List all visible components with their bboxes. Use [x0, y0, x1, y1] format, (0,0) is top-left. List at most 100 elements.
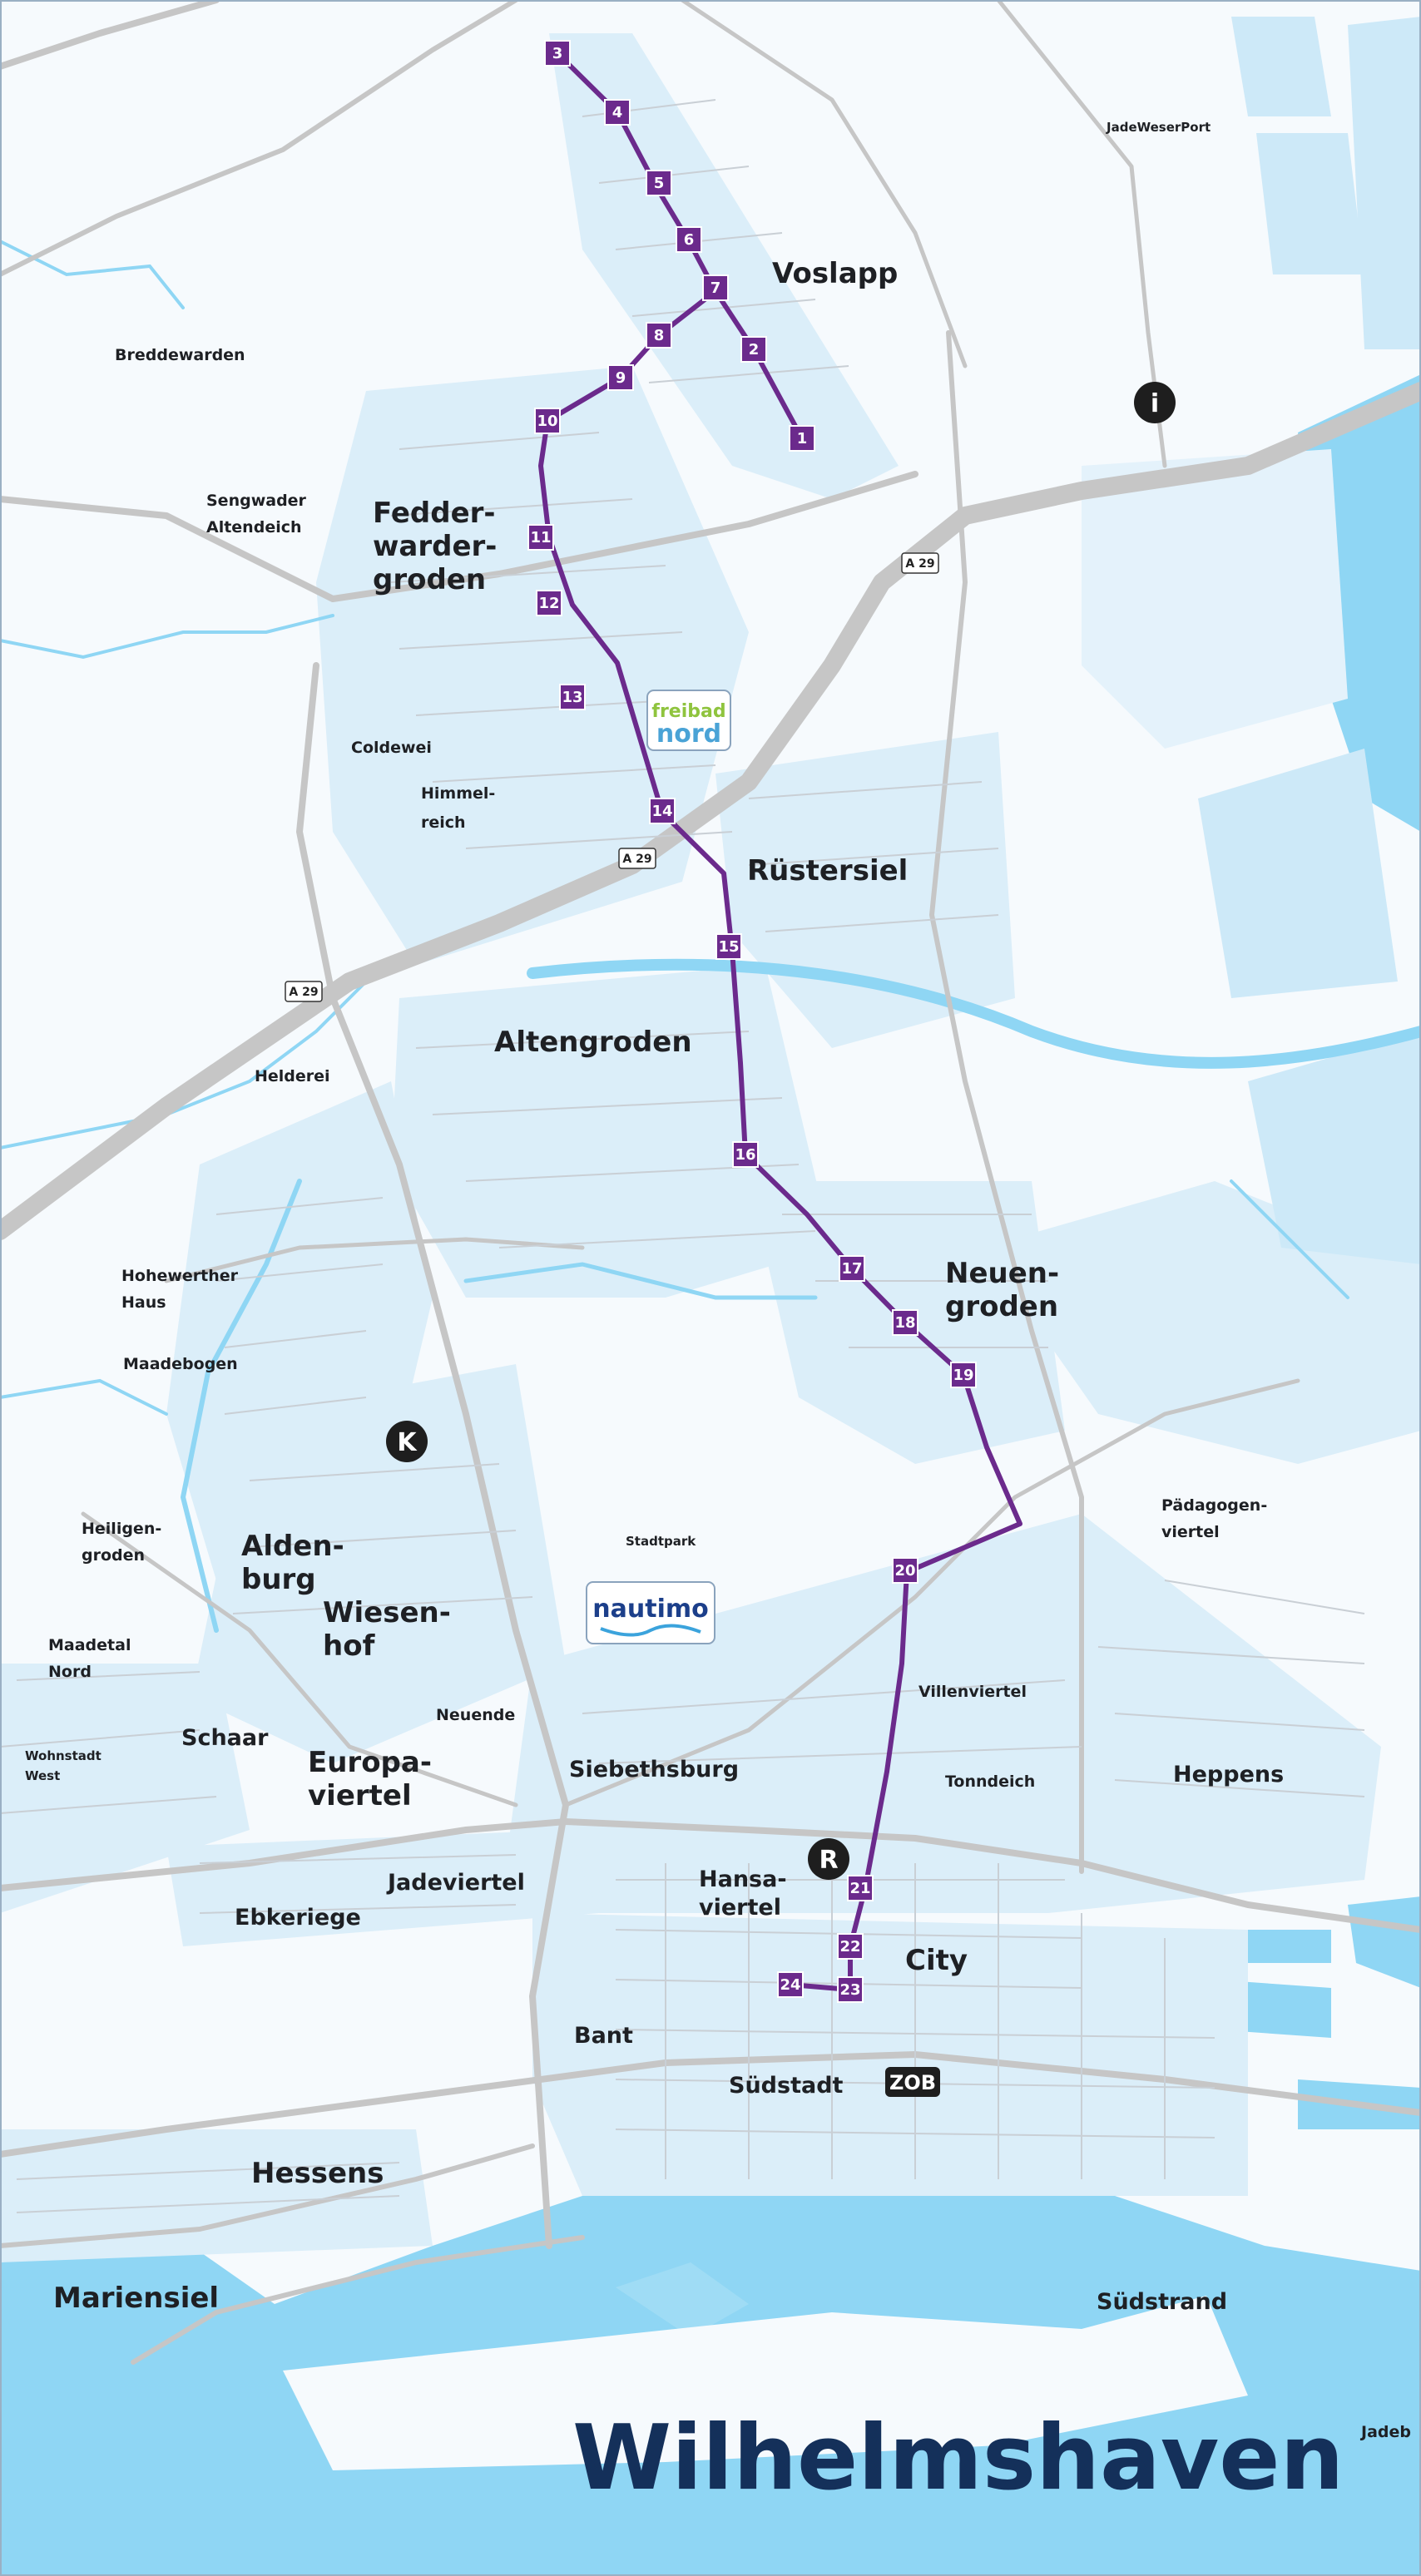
bus-stop-20[interactable]: 20 — [892, 1557, 918, 1584]
label-wohnstadt-1: Wohnstadt — [25, 1748, 102, 1763]
bus-stop-10[interactable]: 10 — [534, 408, 561, 434]
bus-stop-marker — [527, 524, 554, 551]
nautimo-logo[interactable]: nautimo — [586, 1581, 715, 1644]
bus-stop-number: 22 — [839, 1938, 860, 1955]
bus-stop-number: 13 — [562, 689, 582, 706]
bus-stop-19[interactable]: 19 — [950, 1362, 977, 1388]
bus-stop-marker — [950, 1362, 977, 1388]
label-schaar: Schaar — [181, 1725, 269, 1751]
bus-stop-marker — [892, 1557, 918, 1584]
bus-stop-number: 16 — [735, 1146, 755, 1164]
bus-stop-marker — [837, 1933, 864, 1960]
label-fedderwardergroden-2: warder- — [373, 530, 497, 563]
bus-stop-marker — [715, 933, 742, 960]
label-heiligengroden-2: groden — [82, 1546, 145, 1565]
bus-stop-22[interactable]: 22 — [837, 1933, 864, 1960]
info-point-icon[interactable]: i — [1134, 382, 1176, 423]
bus-stop-number: 21 — [849, 1880, 870, 1897]
label-breddewarden: Breddewarden — [115, 346, 245, 364]
bus-stop-12[interactable]: 12 — [536, 590, 562, 616]
bus-stop-4[interactable]: 4 — [604, 99, 631, 126]
label-aldenburg-1: Alden- — [241, 1530, 344, 1563]
bus-stop-number: 24 — [780, 1976, 800, 1994]
bus-station-label: ZOB — [889, 2071, 936, 2094]
bus-stop-23[interactable]: 23 — [837, 1976, 864, 2003]
road-shield-label: A 29 — [905, 557, 934, 571]
bus-stop-11[interactable]: 11 — [527, 524, 554, 551]
label-jadeviertel: Jadeviertel — [386, 1870, 525, 1896]
label-aldenburg-2: burg — [241, 1563, 316, 1596]
bus-stop-number: 5 — [654, 175, 665, 192]
bus-stop-5[interactable]: 5 — [646, 170, 672, 196]
label-wiesenhof-2: hof — [323, 1629, 376, 1663]
bus-stop-number: 10 — [537, 413, 557, 430]
bus-stop-18[interactable]: 18 — [892, 1309, 918, 1336]
bus-stop-8[interactable]: 8 — [646, 322, 672, 349]
label-himmelreich-2: reich — [421, 813, 466, 832]
bus-stop-marker — [839, 1255, 865, 1282]
bus-stop-marker — [649, 798, 676, 824]
bus-stop-marker — [646, 170, 672, 196]
label-maadetal-1: Maadetal — [48, 1636, 131, 1654]
label-altendeich: Altendeich — [206, 518, 302, 536]
church-icon-glyph: K — [397, 1428, 418, 1457]
label-voslapp: Voslapp — [772, 257, 898, 290]
bus-stop-9[interactable]: 9 — [607, 364, 634, 391]
bus-stop-number: 1 — [797, 430, 808, 447]
bus-stop-marker — [676, 226, 702, 253]
bus-stop-16[interactable]: 16 — [732, 1141, 759, 1168]
bus-stop-number: 3 — [552, 45, 563, 62]
bus-stop-number: 23 — [839, 1981, 860, 1999]
label-helderei: Helderei — [255, 1067, 330, 1085]
bus-stop-marker — [777, 1971, 804, 1998]
label-bant: Bant — [574, 2023, 633, 2049]
church-icon[interactable]: K — [386, 1421, 428, 1462]
bus-stop-3[interactable]: 3 — [544, 40, 571, 67]
bus-stop-6[interactable]: 6 — [676, 226, 702, 253]
town-hall-icon[interactable]: R — [808, 1838, 849, 1880]
bus-stop-24[interactable]: 24 — [777, 1971, 804, 1998]
road-shield-label: A 29 — [622, 853, 651, 866]
waterways — [0, 240, 1421, 1633]
label-coldewei: Coldewei — [351, 739, 432, 757]
label-hohewerther-2: Haus — [121, 1293, 166, 1312]
bus-station-badge[interactable]: ZOB — [885, 2067, 940, 2097]
bus-stop-17[interactable]: 17 — [839, 1255, 865, 1282]
edge-label-jadebusen: Jadeb — [1359, 2423, 1411, 2441]
label-paedagogenviertel-2: viertel — [1161, 1523, 1220, 1541]
bus-stop-marker — [559, 684, 586, 710]
bus-stop-21[interactable]: 21 — [847, 1875, 874, 1901]
bus-stop-number: 9 — [616, 369, 626, 387]
label-neuende: Neuende — [436, 1706, 515, 1724]
bus-stop-marker — [837, 1976, 864, 2003]
town-hall-icon-glyph: R — [819, 1846, 838, 1875]
bus-stop-marker — [544, 40, 571, 67]
label-maadetal-2: Nord — [48, 1663, 92, 1681]
bus-stop-7[interactable]: 7 — [702, 274, 729, 301]
label-mariensiel: Mariensiel — [53, 2282, 219, 2315]
label-paedagogenviertel-1: Pädagogen- — [1161, 1496, 1267, 1515]
bus-stop-marker — [847, 1875, 874, 1901]
bus-stop-13[interactable]: 13 — [559, 684, 586, 710]
bus-stop-14[interactable]: 14 — [649, 798, 676, 824]
label-stadtpark: Stadtpark — [626, 1534, 696, 1549]
bus-stop-number: 11 — [530, 529, 551, 546]
label-heiligengroden-1: Heiligen- — [82, 1520, 161, 1538]
bus-stop-marker — [789, 425, 815, 452]
label-europaviertel-2: viertel — [308, 1779, 412, 1812]
label-himmelreich-1: Himmel- — [421, 784, 495, 803]
bus-stop-number: 19 — [953, 1367, 973, 1384]
label-sengwader: Sengwader — [206, 492, 307, 510]
bus-stop-number: 15 — [718, 938, 739, 956]
bus-stop-number: 6 — [684, 231, 695, 249]
freibad-nord-logo[interactable]: freibad nord — [646, 690, 731, 751]
bus-stop-marker — [536, 590, 562, 616]
bus-stop-15[interactable]: 15 — [715, 933, 742, 960]
bus-stop-2[interactable]: 2 — [740, 336, 767, 363]
bus-stop-number: 2 — [749, 341, 760, 358]
label-neuengroden-2: groden — [945, 1290, 1058, 1323]
bus-stop-1[interactable]: 1 — [789, 425, 815, 452]
label-altengroden: Altengroden — [494, 1026, 692, 1059]
